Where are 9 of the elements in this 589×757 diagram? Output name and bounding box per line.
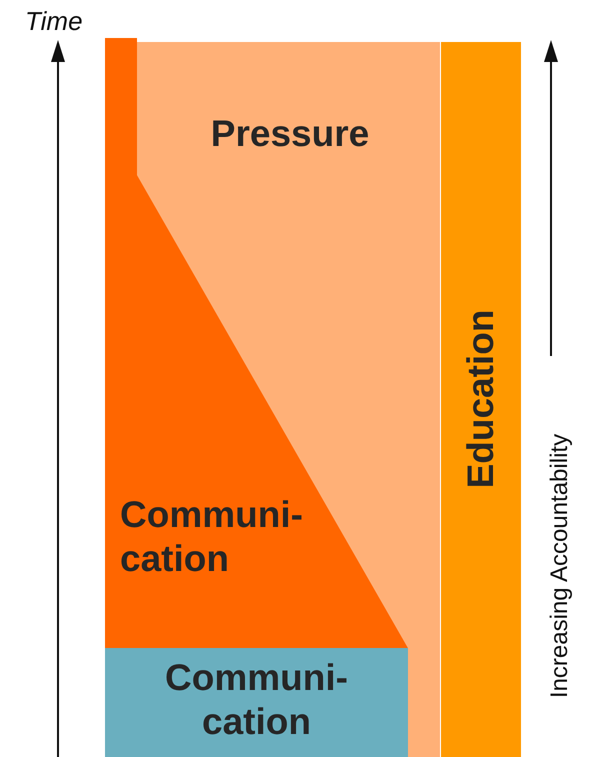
education-bar xyxy=(441,42,521,757)
communication-region xyxy=(105,38,408,648)
box-label: Communi- cation xyxy=(164,656,349,744)
axis-label: Increasing Accountability xyxy=(546,434,574,698)
region-label: Pressure xyxy=(210,112,370,156)
communication-box xyxy=(105,648,408,757)
region-label: Communi- cation xyxy=(120,493,304,581)
axis-label: Time xyxy=(25,6,83,36)
bar-label: Education xyxy=(459,310,502,488)
